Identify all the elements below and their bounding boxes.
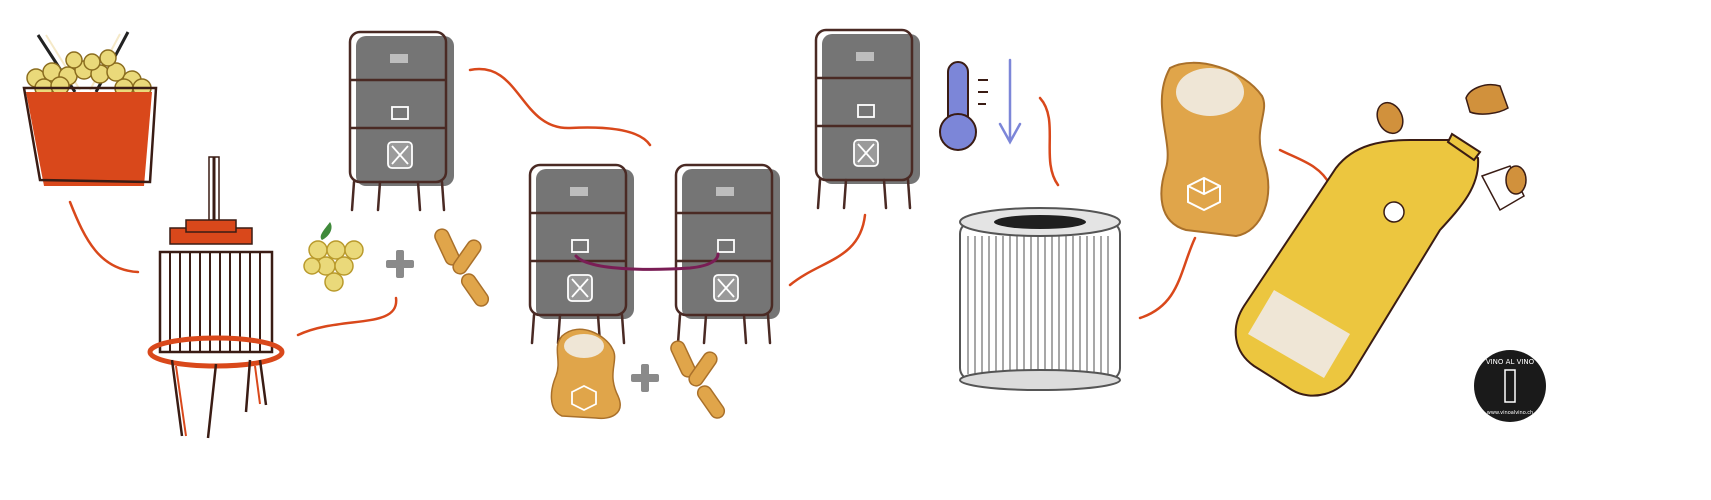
filter-cartridge-icon — [959, 207, 1121, 391]
connector-dosage-bottle — [1278, 148, 1332, 187]
vino-al-vino-logo: VINO AL VINO www.vinoalvino.ch — [1474, 350, 1546, 422]
sparkling-wine-bottle-icon — [1234, 132, 1482, 397]
transfer-pipe — [574, 252, 720, 271]
fermentation-tank-icon — [814, 28, 922, 210]
connector-basket-press — [68, 200, 140, 274]
connector-press-grapes — [296, 296, 398, 337]
connector-cold-filter — [1038, 96, 1060, 187]
thermometer-icon — [939, 61, 988, 151]
sugar-sack-icon — [1160, 61, 1270, 238]
yeast-cylinders-icon — [667, 338, 728, 422]
plus-icon — [386, 250, 414, 278]
logo-text: VINO AL VINO — [1486, 358, 1535, 366]
connector-tank-transfer — [468, 67, 652, 147]
fermentation-tank-icon — [528, 163, 636, 345]
plus-icon — [631, 364, 659, 392]
process-connectors — [68, 67, 1332, 337]
wine-press-icon — [147, 156, 285, 439]
connector-filter-dosage — [1138, 236, 1197, 320]
grape-basket-icon — [22, 31, 158, 186]
grape-cluster-icon — [303, 222, 364, 292]
sugar-sack-icon — [550, 328, 621, 420]
fermentation-tank-icon — [674, 163, 782, 345]
fermentation-tank-icon — [348, 30, 456, 212]
yeast-cylinders-icon — [431, 226, 492, 310]
logo-url: www.vinoalvino.ch — [1487, 410, 1533, 416]
down-arrow-icon — [998, 58, 1022, 145]
cork-icon — [1376, 84, 1527, 212]
connector-transfer-tank — [788, 213, 867, 287]
